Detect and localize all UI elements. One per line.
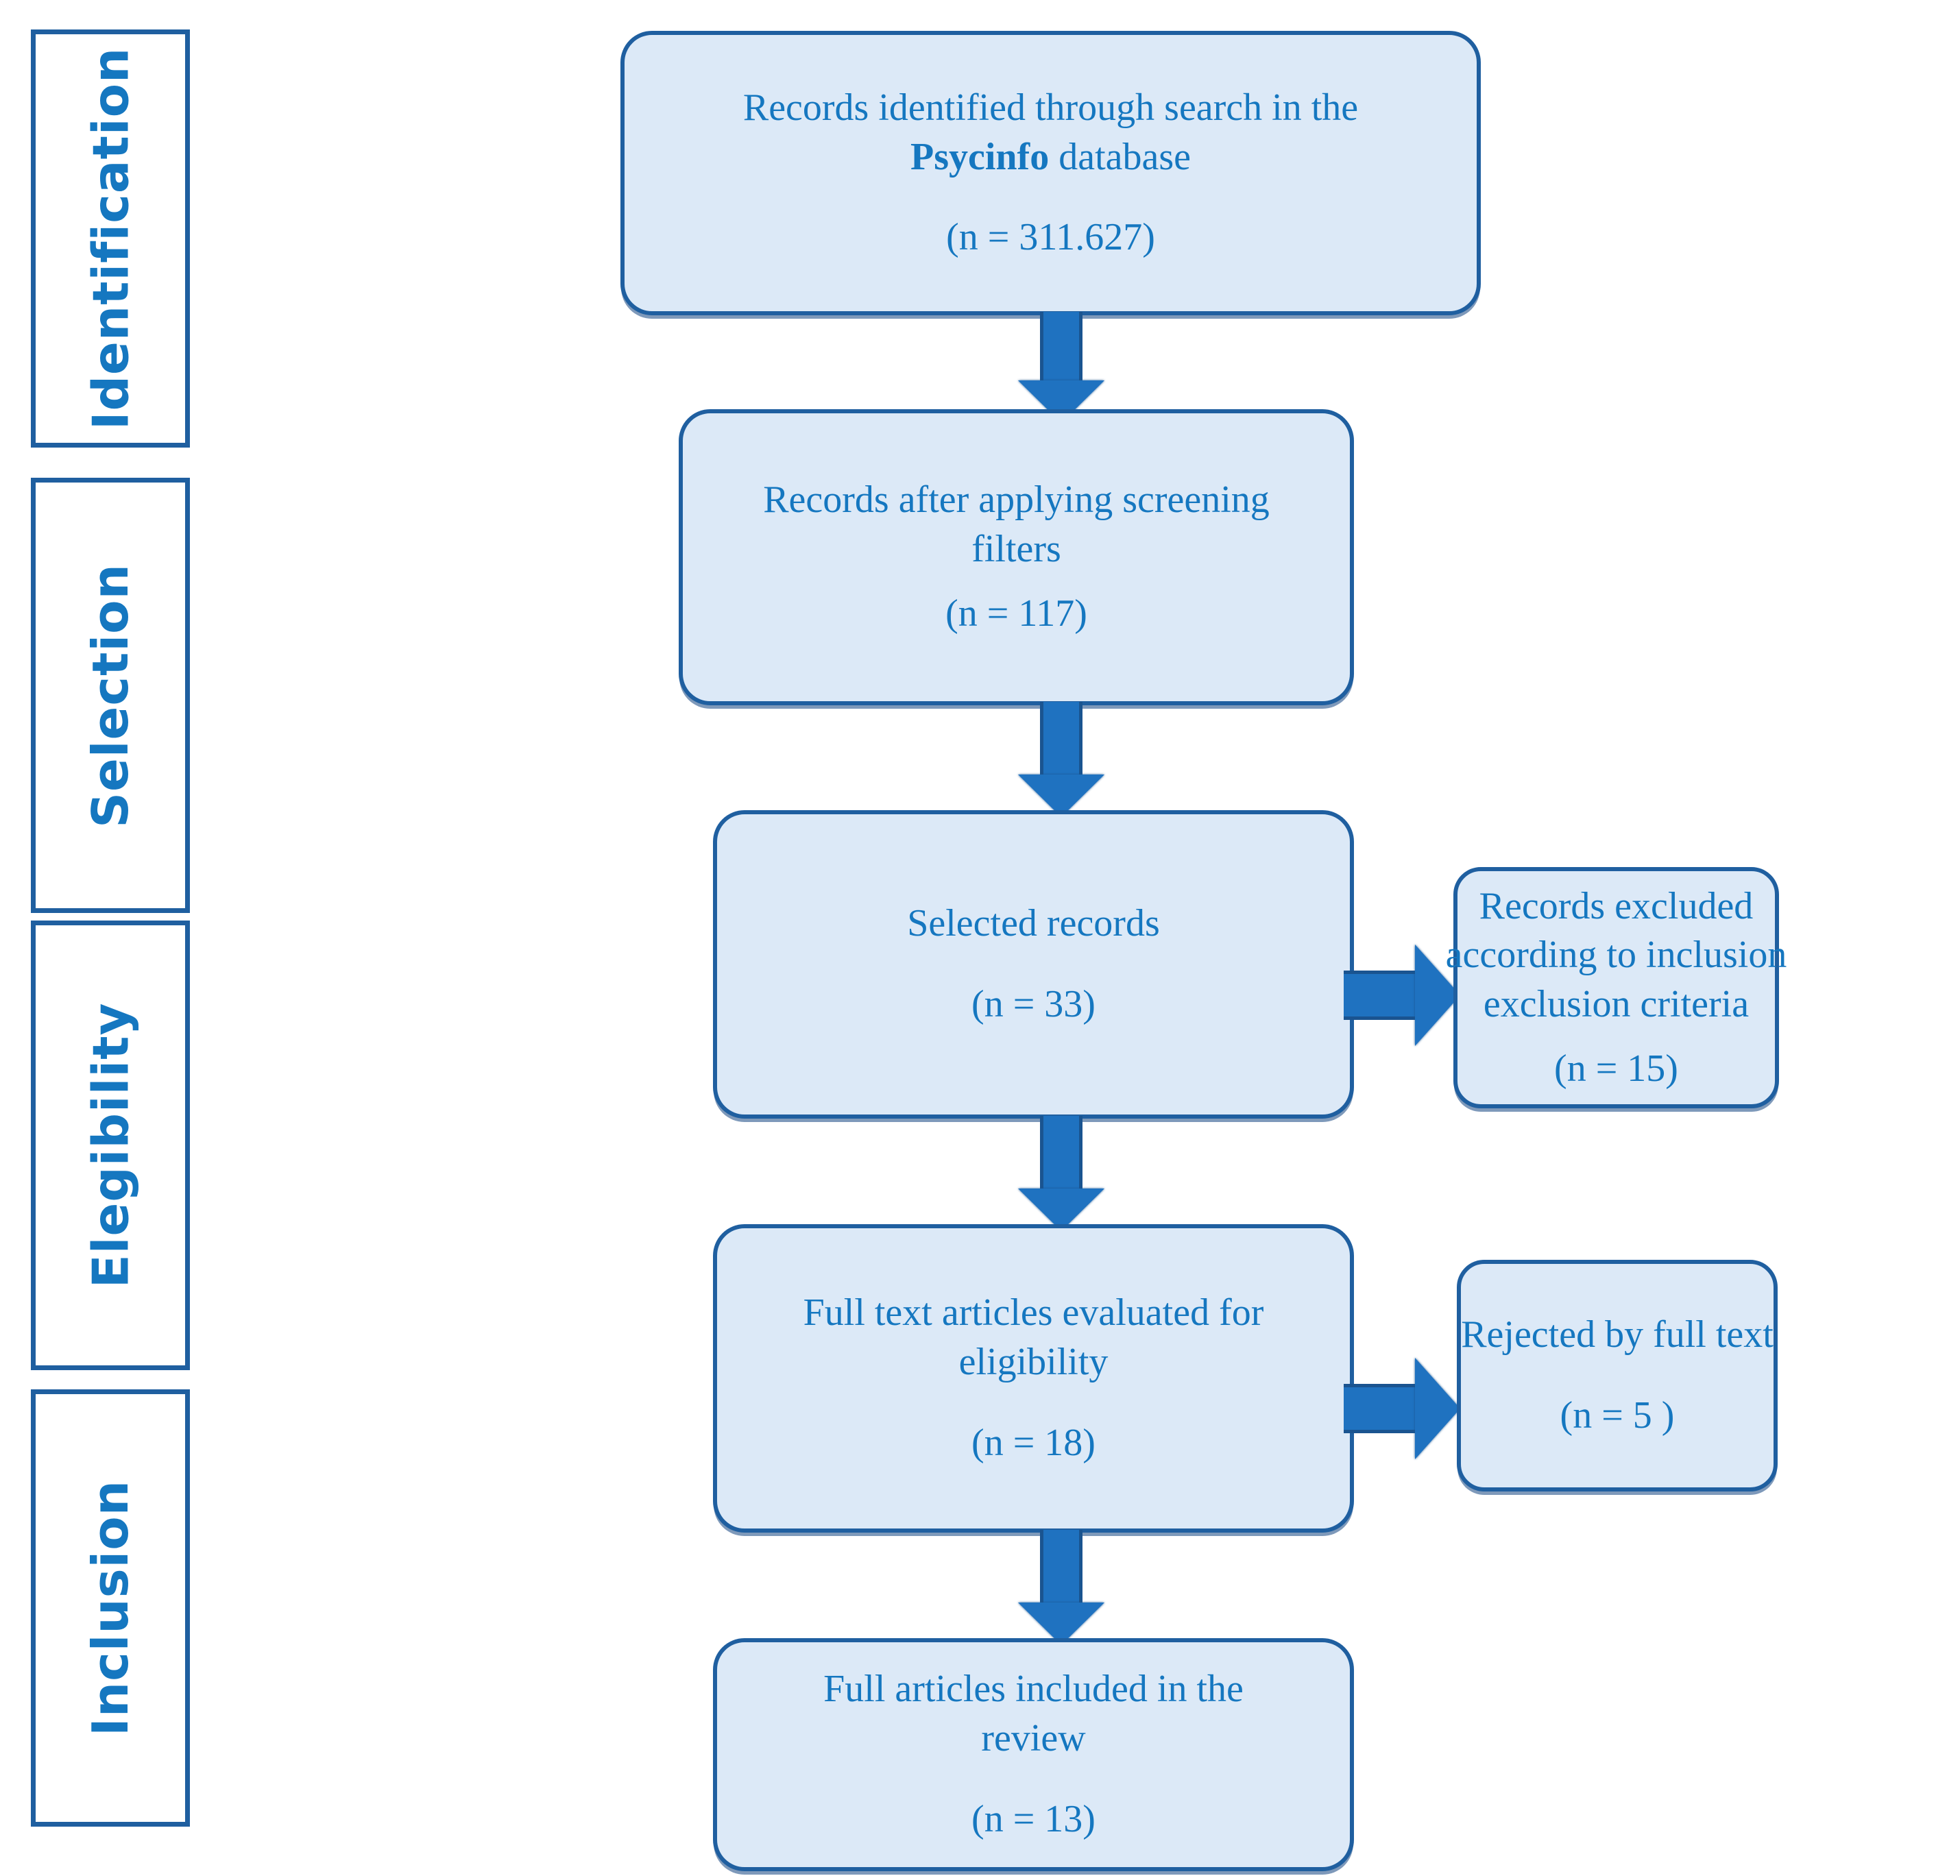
node-records-identified-line1: Records identified through search in the — [742, 86, 1359, 129]
arrow-shaft — [1040, 1530, 1082, 1605]
arrow-head-icon — [1415, 1358, 1460, 1459]
arrow-selected-to-excluded — [1344, 940, 1460, 1050]
node-records-after-filters-line2: filters — [971, 528, 1061, 571]
node-rejected-full-text-count: (n = 5 ) — [1560, 1394, 1675, 1437]
stage-box-elegibility: Elegibility — [31, 921, 190, 1370]
node-articles-included-count: (n = 13) — [971, 1797, 1096, 1840]
node-articles-included-line1: Full articles included in the — [823, 1668, 1244, 1711]
arrow-head-icon — [1018, 1603, 1104, 1645]
stage-label-identification: Identification — [82, 47, 140, 430]
node-records-after-filters-count: (n = 117) — [945, 592, 1087, 635]
arrow-head-icon — [1415, 945, 1460, 1046]
arrow-shaft — [1344, 971, 1418, 1020]
node-rejected-full-text-line1: Rejected by full text — [1461, 1313, 1774, 1356]
node-full-text-evaluated-line2: eligibility — [958, 1341, 1109, 1384]
node-records-excluded-line2: according to inclusion — [1445, 934, 1787, 977]
stage-box-identification: Identification — [31, 29, 190, 448]
node-records-after-filters-line1: Records after applying screening — [763, 478, 1270, 522]
arrow-shaft — [1040, 702, 1082, 777]
node-selected-records-count: (n = 33) — [971, 983, 1096, 1025]
stage-box-inclusion: Inclusion — [31, 1389, 190, 1827]
node-full-text-evaluated-line1: Full text articles evaluated for — [803, 1291, 1264, 1335]
node-records-excluded: Records excluded according to inclusion … — [1446, 867, 1787, 1108]
stage-label-inclusion: Inclusion — [82, 1480, 140, 1736]
arrow-full-text-to-rejected — [1344, 1354, 1460, 1463]
stage-box-selection: Selection — [31, 478, 190, 913]
node-records-identified: Records identified through search in the… — [620, 31, 1481, 315]
node-records-identified-count: (n = 311.627) — [946, 216, 1155, 259]
arrow-shaft — [1344, 1384, 1418, 1433]
node-articles-included-line2: review — [981, 1717, 1086, 1760]
node-records-excluded-line1: Records excluded — [1479, 884, 1754, 927]
database-name: Psycinfo — [910, 135, 1050, 178]
node-selected-records: Selected records (n = 33) — [713, 810, 1354, 1119]
node-records-excluded-count: (n = 15) — [1554, 1047, 1678, 1090]
node-articles-included: Full articles included in the review (n … — [713, 1638, 1354, 1871]
node-records-excluded-line3: exclusion criteria — [1483, 983, 1750, 1025]
node-rejected-full-text: Rejected by full text (n = 5 ) — [1457, 1260, 1778, 1491]
arrow-shaft — [1040, 1116, 1082, 1191]
database-suffix: database — [1049, 135, 1191, 178]
stage-label-selection: Selection — [82, 563, 140, 828]
node-selected-records-line1: Selected records — [907, 902, 1160, 945]
node-records-identified-line2: Psycinfo database — [910, 133, 1191, 182]
arrow-shaft — [1040, 312, 1082, 383]
node-full-text-evaluated-count: (n = 18) — [971, 1421, 1096, 1464]
arrow-head-icon — [1018, 1189, 1104, 1231]
stage-label-elegibility: Elegibility — [82, 1002, 139, 1289]
node-records-after-filters: Records after applying screening filters… — [679, 409, 1354, 705]
arrow-head-icon — [1018, 775, 1104, 817]
node-full-text-evaluated: Full text articles evaluated for eligibi… — [713, 1224, 1354, 1533]
